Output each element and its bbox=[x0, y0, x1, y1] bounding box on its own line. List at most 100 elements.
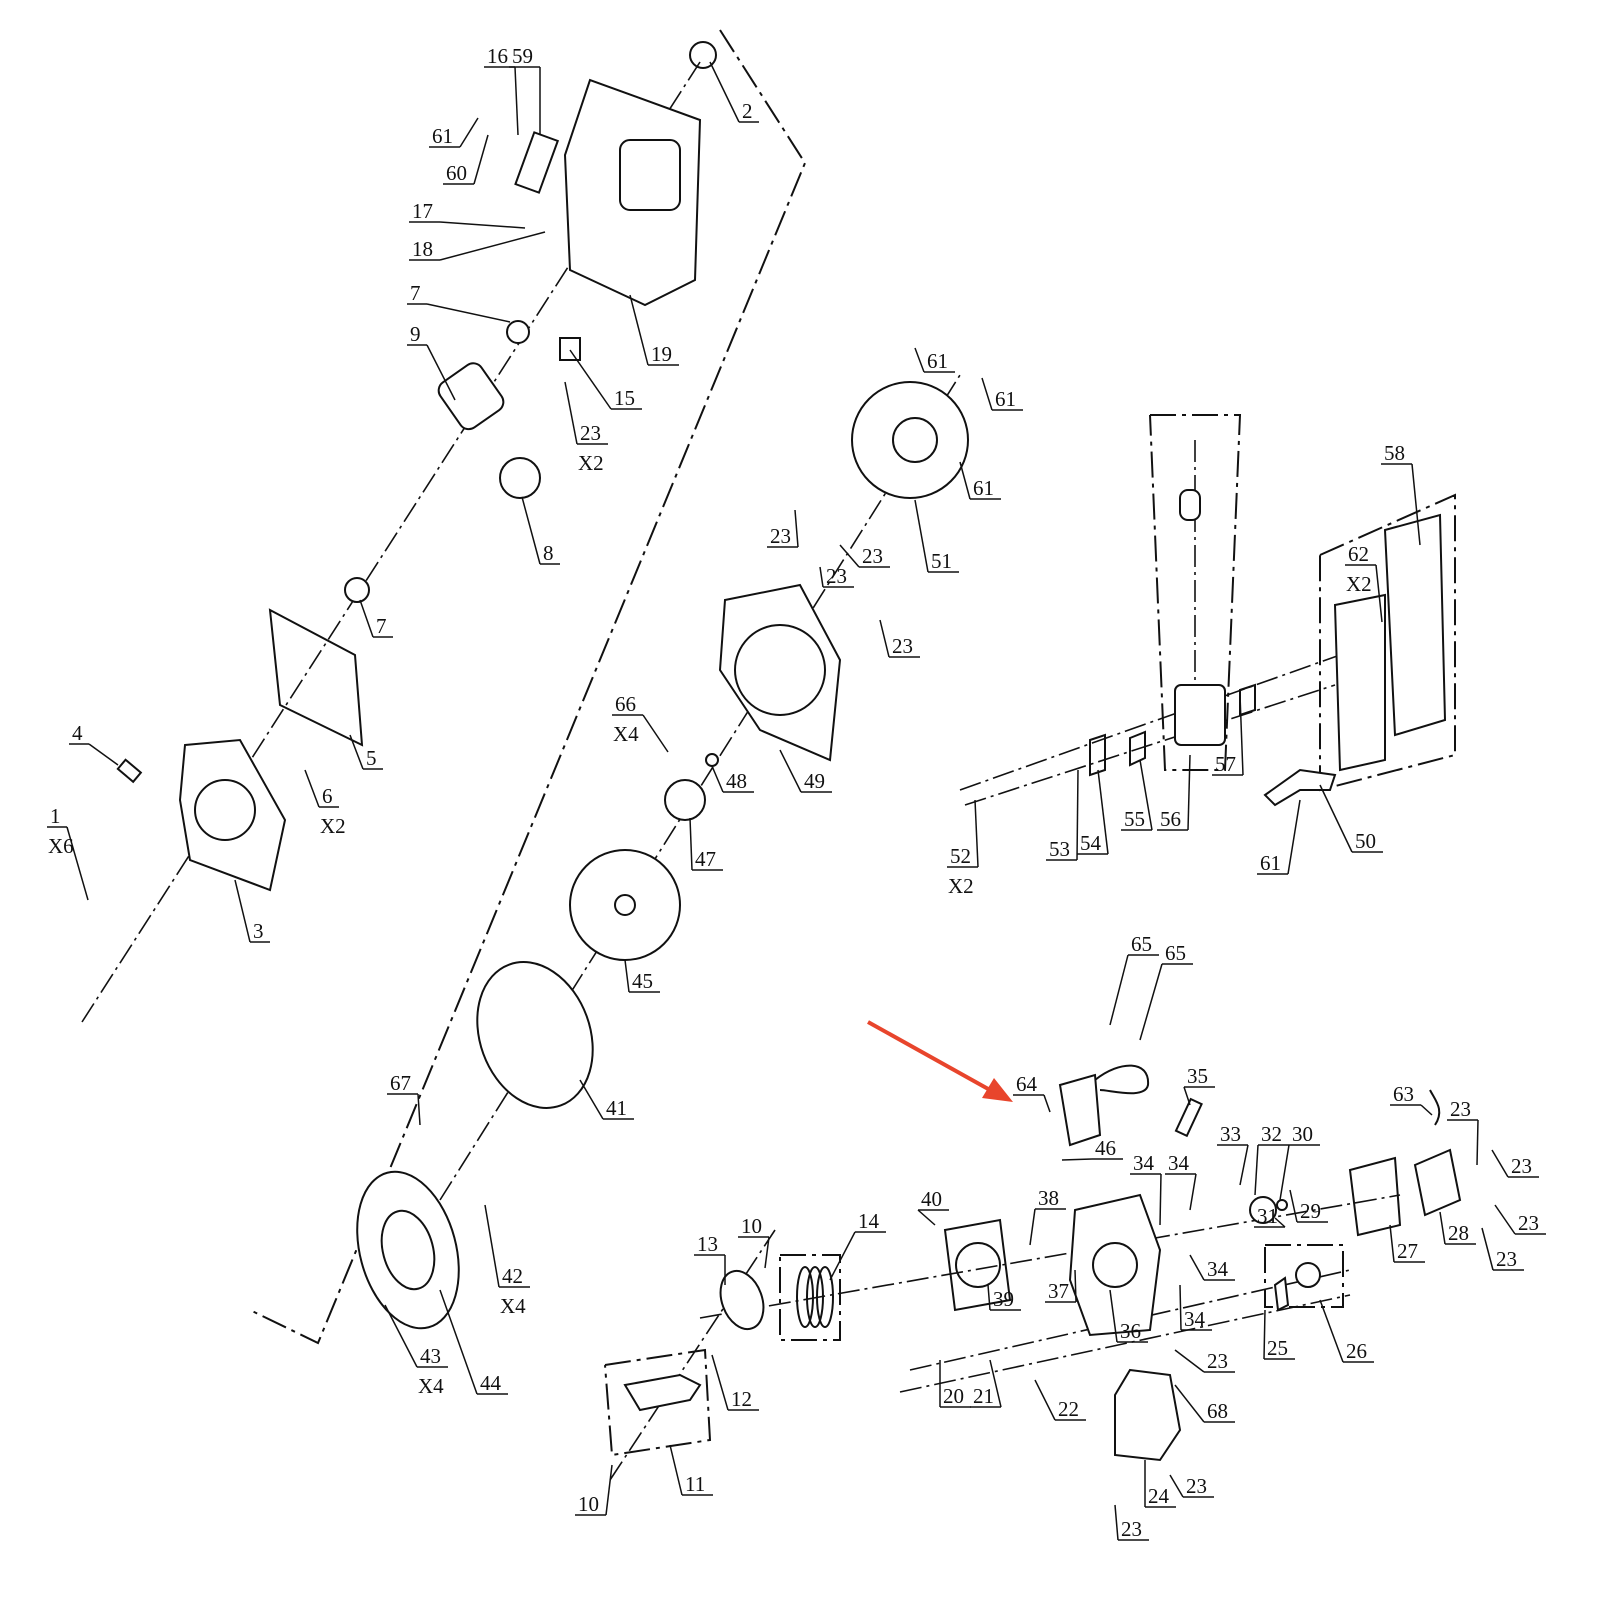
callout-leader-line bbox=[1187, 754, 1191, 831]
starter-pulley-47 bbox=[664, 779, 706, 821]
part-number-label: 7 bbox=[376, 614, 387, 638]
part-number-label: 61 bbox=[927, 349, 948, 373]
part-number-label: 54 bbox=[1080, 831, 1102, 855]
piston-ring-a bbox=[796, 1266, 814, 1328]
quantity-label: X4 bbox=[418, 1374, 444, 1398]
part-number-label: 53 bbox=[1049, 837, 1070, 861]
part-number-label: 55 bbox=[1124, 807, 1145, 831]
callout-leader-line bbox=[1183, 1086, 1191, 1106]
head-port bbox=[1092, 1242, 1138, 1288]
callout-leader-line bbox=[974, 799, 979, 868]
callout-leader-line bbox=[829, 1231, 856, 1281]
part-number-label: 10 bbox=[578, 1492, 599, 1516]
callout-leaders bbox=[47, 61, 1546, 1541]
callout-leader-line bbox=[564, 381, 578, 445]
recoil-starter-51 bbox=[851, 381, 969, 499]
crankcase-block bbox=[563, 78, 702, 307]
callout-leader-line bbox=[914, 347, 925, 373]
part-number-label: 52 bbox=[950, 844, 971, 868]
rocker-gasket-27 bbox=[1348, 1156, 1402, 1237]
starter-axis bbox=[439, 374, 961, 1201]
intake-axis-2 bbox=[964, 684, 1336, 806]
part-number-label: 61 bbox=[995, 387, 1016, 411]
callout-leader-line bbox=[1287, 799, 1301, 875]
callout-leader-line bbox=[1029, 1208, 1036, 1246]
callout-leader-line bbox=[1174, 1349, 1205, 1373]
part-number-label: 17 bbox=[412, 199, 433, 223]
part-number-label: 24 bbox=[1148, 1484, 1170, 1508]
callout-leader-line bbox=[711, 765, 724, 793]
part-number-label: 49 bbox=[804, 769, 825, 793]
part-number-label: 20 bbox=[943, 1384, 964, 1408]
part-number-label: 61 bbox=[973, 476, 994, 500]
callout-leader-line bbox=[66, 826, 89, 901]
callout-leader-line bbox=[1074, 1269, 1077, 1303]
part-number-label: 1 bbox=[50, 804, 61, 828]
oil-seal-2 bbox=[689, 41, 717, 69]
callout-leader-line bbox=[989, 1359, 1002, 1408]
part-number-label: 23 bbox=[580, 421, 601, 445]
part-number-label: 25 bbox=[1267, 1336, 1288, 1360]
part-number-label: 37 bbox=[1048, 1279, 1069, 1303]
part-number-label: 66 bbox=[615, 692, 636, 716]
callout-leader-line bbox=[709, 61, 740, 123]
callout-leader-line bbox=[642, 714, 669, 753]
part-number-label: 22 bbox=[1058, 1397, 1079, 1421]
callout-leader-line bbox=[1169, 1474, 1184, 1498]
part-number-label: 18 bbox=[412, 237, 433, 261]
part-number-label: 16 bbox=[487, 44, 508, 68]
part-number-label: 10 bbox=[741, 1214, 762, 1238]
nut-48 bbox=[705, 753, 719, 767]
connecting-rod-group-outline bbox=[604, 1348, 712, 1457]
callout-leader-line bbox=[579, 1079, 604, 1120]
quantity-label: X2 bbox=[578, 451, 604, 475]
callout-leader-line bbox=[779, 749, 802, 793]
callout-leader-line bbox=[1034, 1379, 1056, 1421]
muffler-58 bbox=[1333, 593, 1386, 772]
stator-44 bbox=[356, 1170, 460, 1330]
cylinder-head-37 bbox=[1068, 1193, 1162, 1337]
callout-leader-line bbox=[1491, 1149, 1509, 1178]
cover-bore bbox=[194, 779, 256, 841]
part-number-label: 47 bbox=[695, 847, 716, 871]
part-number-label: 61 bbox=[432, 124, 453, 148]
part-number-label: 23 bbox=[1511, 1154, 1532, 1178]
stator-44-inner bbox=[380, 1209, 436, 1291]
part-number-label: 42 bbox=[502, 1264, 523, 1288]
governor-15 bbox=[559, 337, 581, 361]
part-number-label: 9 bbox=[410, 322, 421, 346]
piston-ring-b bbox=[806, 1266, 824, 1328]
gasket-5 bbox=[268, 608, 364, 747]
callout-leader-line bbox=[1375, 564, 1383, 623]
part-number-label: 38 bbox=[1038, 1186, 1059, 1210]
callout-leader-line bbox=[1279, 1144, 1290, 1201]
recoil-starter-center bbox=[892, 417, 938, 463]
valve-guide-25 bbox=[1273, 1276, 1290, 1312]
bracket-24 bbox=[1114, 1368, 1182, 1462]
valve-spring-26 bbox=[1295, 1262, 1321, 1288]
part-number-label: 4 bbox=[72, 721, 83, 745]
part-number-label: 26 bbox=[1346, 1339, 1367, 1363]
part-number-label: 64 bbox=[1016, 1072, 1038, 1096]
part-number-label: 29 bbox=[1300, 1199, 1321, 1223]
bearing-7a bbox=[506, 320, 530, 344]
callout-leader-line bbox=[605, 1464, 613, 1516]
callout-leader-line bbox=[914, 499, 929, 573]
callout-leader-line bbox=[1263, 1309, 1266, 1360]
part-number-label: 56 bbox=[1160, 807, 1181, 831]
callout-leader-line bbox=[624, 959, 630, 993]
callout-leader-line bbox=[987, 1284, 991, 1311]
part-number-label: 23 bbox=[770, 524, 791, 548]
callout-leader-line bbox=[839, 544, 860, 568]
callout-leader-line bbox=[439, 221, 526, 229]
part-number-label: 39 bbox=[993, 1287, 1014, 1311]
callout-leader-line bbox=[439, 231, 546, 261]
fan-45 bbox=[569, 849, 681, 961]
piston-13 bbox=[719, 1269, 765, 1331]
part-number-label: 62 bbox=[1348, 542, 1369, 566]
part-number-label: 15 bbox=[614, 386, 635, 410]
part-number-label: 34 bbox=[1207, 1257, 1229, 1281]
crankcase-cover-3 bbox=[178, 738, 287, 892]
